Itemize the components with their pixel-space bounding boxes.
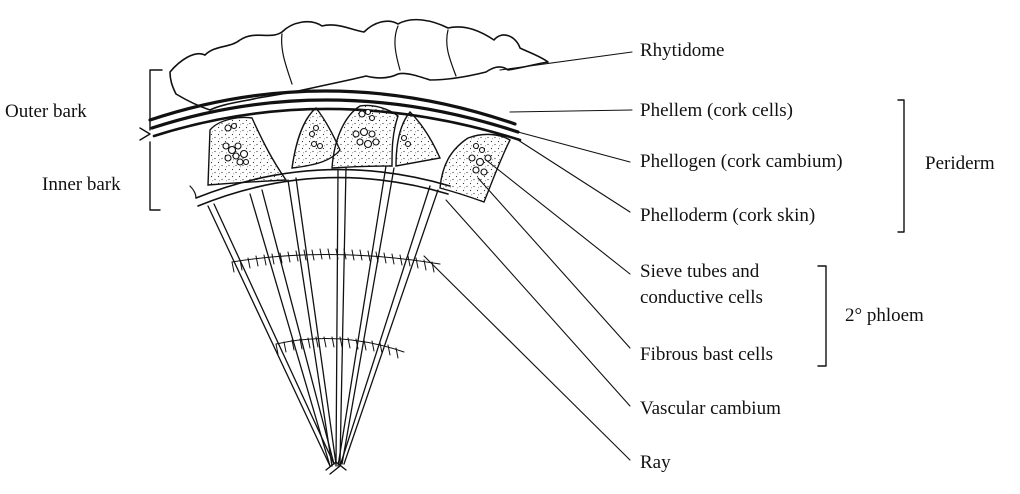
label-secondary-phloem: 2° phloem [845, 305, 924, 326]
phloem-bracket [818, 266, 826, 366]
label-phellogen: Phellogen (cork cambium) [640, 151, 843, 172]
rays [208, 166, 438, 466]
label-sieve-tubes-line2: conductive cells [640, 287, 763, 308]
label-periderm: Periderm [925, 153, 995, 174]
periderm-bracket [898, 100, 904, 232]
bracket-notch [140, 128, 150, 140]
growth-ring-hatches [232, 249, 440, 358]
label-inner-bark: Inner bark [42, 174, 121, 195]
label-phelloderm: Phelloderm (cork skin) [640, 205, 815, 226]
label-phellem: Phellem (cork cells) [640, 100, 793, 121]
inner-bark-bracket [150, 142, 160, 210]
rhytidome-fissure [282, 26, 456, 84]
label-rhytidome: Rhytidome [640, 40, 724, 61]
cambium-left-tip [190, 186, 196, 198]
rhytidome-shape [170, 20, 548, 110]
label-ray: Ray [640, 452, 671, 473]
label-outer-bark: Outer bark [5, 101, 87, 122]
label-vascular-cambium: Vascular cambium [640, 398, 781, 419]
label-sieve-tubes-line1: Sieve tubes and [640, 261, 760, 282]
label-fibrous-bast: Fibrous bast cells [640, 344, 773, 365]
